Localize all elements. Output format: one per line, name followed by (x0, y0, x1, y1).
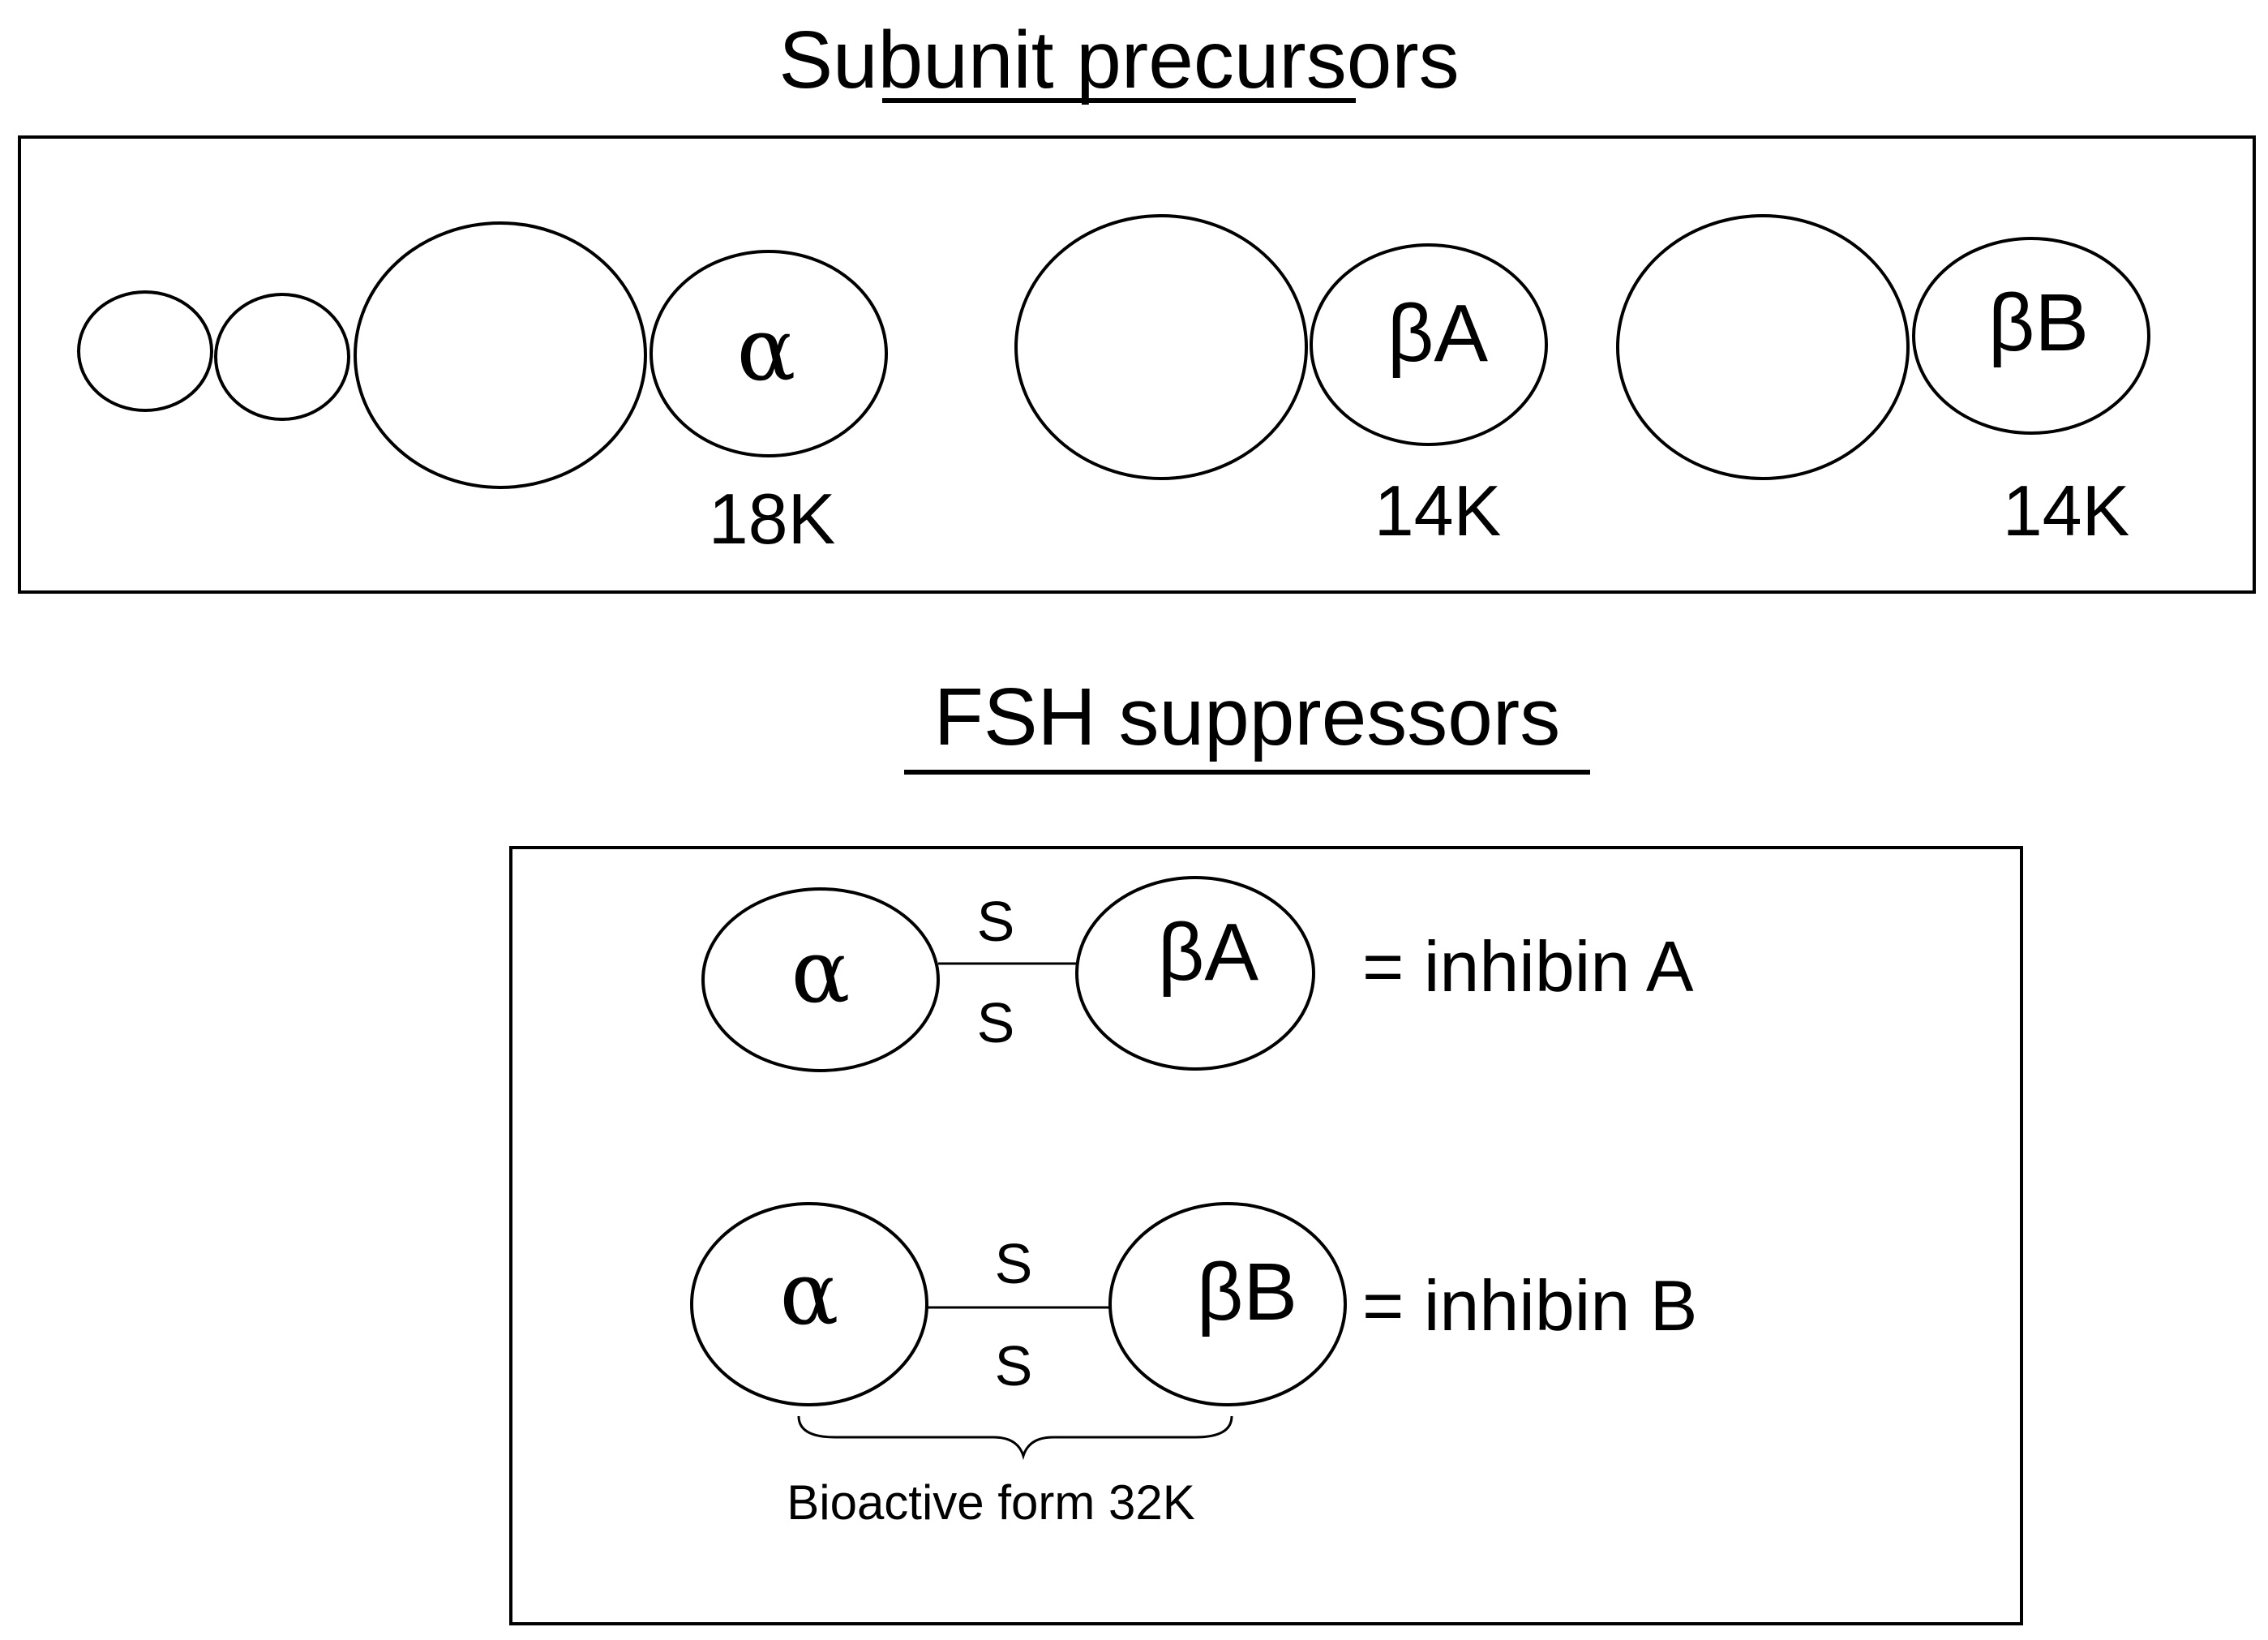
alpha-precursor-mass: 18K (709, 479, 836, 559)
alpha-precursor-mature-segment (650, 250, 888, 457)
beta-b-precursor-symbol: βB (1988, 277, 2089, 368)
suppressors-title: FSH suppressors (934, 672, 1560, 762)
alpha-precursor-small-segment-1 (77, 290, 213, 412)
beta-b-precursor-pro-segment (1616, 214, 1910, 480)
inhibin-b-bond-bottom-s: S (995, 1334, 1033, 1397)
beta-a-precursor: βA 14K (1014, 214, 1548, 551)
bioactive-form-brace (797, 1415, 1233, 1461)
beta-b-precursor: βB 14K (1616, 214, 2150, 551)
precursors-frame (18, 135, 2256, 594)
beta-a-precursor-symbol: βA (1387, 288, 1489, 379)
alpha-precursor-pro-segment (354, 221, 647, 489)
inhibin-b-alpha-subunit (690, 1202, 928, 1406)
inhibin-a-bond-top-s: S (977, 890, 1015, 953)
beta-b-precursor-mass: 14K (2003, 470, 2130, 551)
suppressors-frame (509, 846, 2023, 1625)
inhibin-a-beta-subunit (1075, 876, 1315, 1071)
inhibin-b: α S S βB = inhibin B (690, 1202, 1697, 1406)
inhibin-b-beta-symbol: βB (1197, 1247, 1297, 1337)
inhibin-a-label: = inhibin A (1362, 926, 1694, 1007)
inhibin-b-label: = inhibin B (1362, 1265, 1697, 1346)
inhibin-a-alpha-subunit (701, 887, 940, 1072)
inhibin-a-beta-symbol: βA (1158, 907, 1259, 998)
beta-b-precursor-mature-segment (1912, 237, 2150, 435)
beta-a-precursor-mature-segment (1310, 243, 1548, 446)
inhibin-a-bond-bottom-s: S (977, 991, 1015, 1054)
alpha-precursor: α 18K (77, 221, 888, 559)
precursors-title: Subunit precursors (778, 15, 1459, 105)
beta-a-precursor-mass: 14K (1374, 470, 1502, 551)
inhibin-a-alpha-symbol: α (791, 921, 851, 1023)
inhibin-a: α S S βA = inhibin A (701, 876, 1694, 1072)
inhibin-b-bond-top-s: S (995, 1232, 1033, 1295)
beta-a-precursor-pro-segment (1014, 214, 1308, 480)
inhibin-b-alpha-symbol: α (780, 1243, 839, 1345)
inhibin-b-beta-subunit (1108, 1202, 1347, 1406)
alpha-precursor-small-segment-2 (214, 293, 350, 421)
alpha-precursor-symbol: α (737, 299, 796, 401)
bioactive-form-label: Bioactive form 32K (787, 1475, 1195, 1530)
